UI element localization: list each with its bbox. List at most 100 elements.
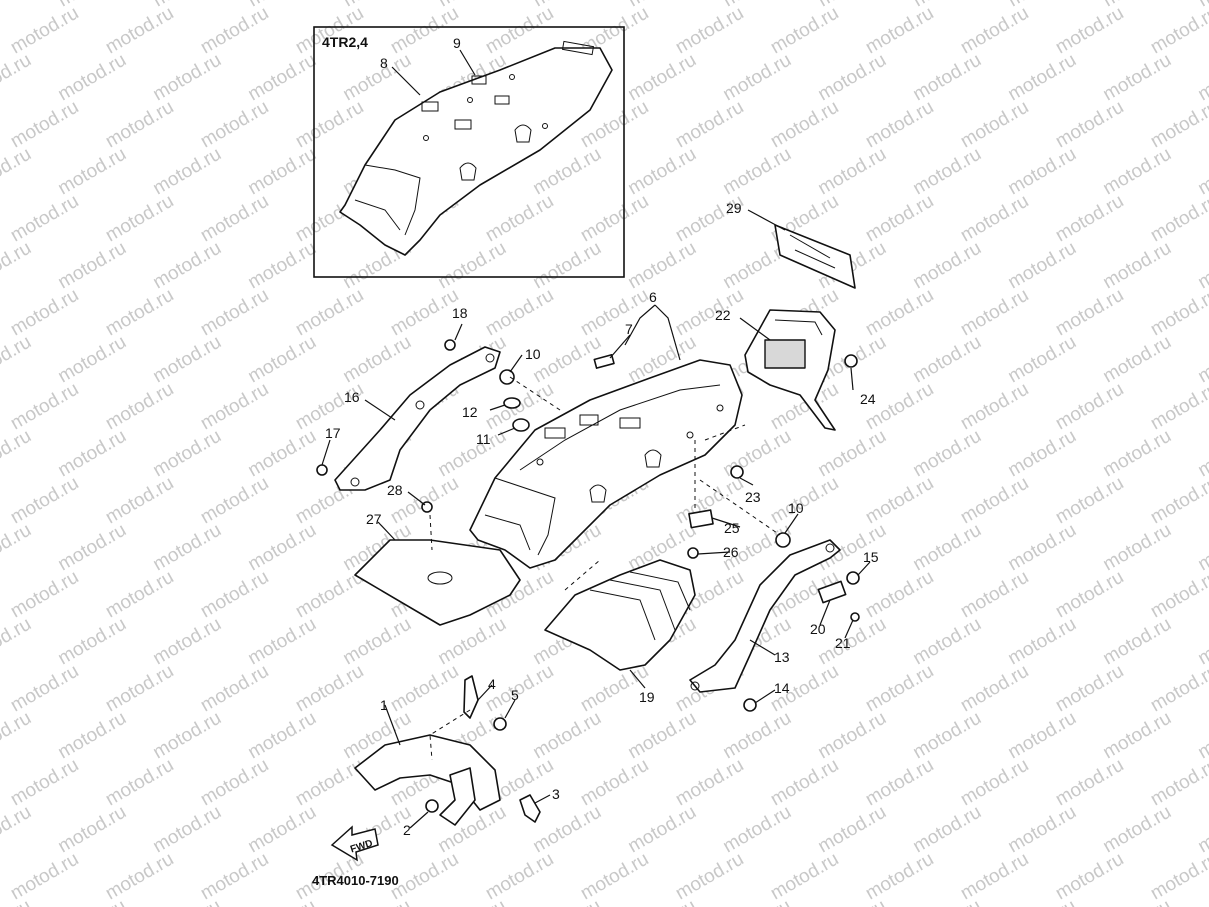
- watermark-text: motod.ru: [910, 50, 985, 106]
- watermark-text: motod.ru: [957, 567, 1032, 623]
- callout-3: 3: [552, 786, 560, 802]
- watermark-text: motod.ru: [0, 332, 35, 388]
- watermark-text: motod.ru: [292, 285, 367, 341]
- watermark-text: motod.ru: [55, 896, 130, 907]
- watermark-text: motod.ru: [150, 238, 225, 294]
- callout-1: 1: [380, 697, 388, 713]
- watermark-text: motod.ru: [55, 426, 130, 482]
- watermark-text: motod.ru: [55, 708, 130, 764]
- inset-label: 4TR2,4: [322, 34, 368, 50]
- watermark-text: motod.ru: [7, 755, 82, 811]
- watermark-text: motod.ru: [720, 144, 795, 200]
- watermark-text: motod.ru: [910, 520, 985, 576]
- callout-26: 26: [723, 544, 739, 560]
- watermark-text: motod.ru: [815, 708, 890, 764]
- watermark-text: motod.ru: [672, 191, 747, 247]
- watermark-text: motod.ru: [1147, 567, 1209, 623]
- watermark-text: motod.ru: [862, 755, 937, 811]
- watermark-text: motod.ru: [7, 191, 82, 247]
- watermark-text: motod.ru: [1195, 144, 1209, 200]
- watermark-text: motod.ru: [862, 567, 937, 623]
- watermark-text: motod.ru: [672, 97, 747, 153]
- hardware: [316, 339, 860, 813]
- watermark-text: motod.ru: [530, 896, 605, 907]
- watermark-text: motod.ru: [1147, 661, 1209, 717]
- watermark-text: motod.ru: [197, 3, 272, 59]
- watermark-text: motod.ru: [150, 426, 225, 482]
- watermark-text: motod.ru: [1052, 661, 1127, 717]
- part-code: 4TR4010-7190: [312, 873, 399, 888]
- watermark-text: motod.ru: [862, 285, 937, 341]
- callout-18: 18: [452, 305, 468, 321]
- watermark-text: motod.ru: [0, 802, 35, 858]
- callout-25: 25: [724, 520, 740, 536]
- watermark-text: motod.ru: [1052, 473, 1127, 529]
- watermark-text: motod.ru: [910, 896, 985, 907]
- watermark-text: motod.ru: [1100, 896, 1175, 907]
- callout-17: 17: [325, 425, 341, 441]
- watermark-text: motod.ru: [197, 849, 272, 905]
- watermark-text: motod.ru: [1100, 802, 1175, 858]
- watermark-text: motod.ru: [197, 191, 272, 247]
- watermark-text: motod.ru: [862, 3, 937, 59]
- watermark-text: motod.ru: [1005, 520, 1080, 576]
- watermark-text: motod.ru: [1147, 285, 1209, 341]
- callout-15: 15: [863, 549, 879, 565]
- watermark-text: motod.ru: [1195, 802, 1209, 858]
- watermark-text: motod.ru: [1195, 708, 1209, 764]
- watermark-text: motod.ru: [0, 426, 35, 482]
- watermark-text: motod.ru: [530, 144, 605, 200]
- watermark-text: motod.ru: [55, 802, 130, 858]
- watermark-text: motod.ru: [197, 567, 272, 623]
- watermark-text: motod.ru: [625, 50, 700, 106]
- watermark-text: motod.ru: [102, 473, 177, 529]
- watermark-text: motod.ru: [1052, 285, 1127, 341]
- watermark-text: motod.ru: [0, 238, 35, 294]
- watermark-text: motod.ru: [1052, 379, 1127, 435]
- watermark-text: motod.ru: [720, 896, 795, 907]
- watermark-text: motod.ru: [387, 661, 462, 717]
- watermark-text: motod.ru: [0, 520, 35, 576]
- side-stay-left: [334, 346, 501, 491]
- watermark-text: motod.ru: [0, 896, 35, 907]
- watermark-text: motod.ru: [102, 567, 177, 623]
- watermark-text: motod.ru: [0, 614, 35, 670]
- tail-light: [744, 309, 836, 431]
- watermark-text: motod.ru: [1005, 50, 1080, 106]
- watermark-text: motod.ru: [102, 379, 177, 435]
- watermark-text: motod.ru: [55, 144, 130, 200]
- side-stay-right: [689, 539, 841, 693]
- watermark-text: motod.ru: [0, 50, 35, 106]
- watermark-text: motod.ru: [530, 708, 605, 764]
- watermark-text: motod.ru: [530, 802, 605, 858]
- watermark-text: motod.ru: [625, 896, 700, 907]
- watermark-text: motod.ru: [815, 426, 890, 482]
- watermark-text: motod.ru: [720, 802, 795, 858]
- watermark-text: motod.ru: [0, 144, 35, 200]
- watermark-text: motod.ru: [482, 285, 557, 341]
- callout-23: 23: [745, 489, 761, 505]
- watermark-text: motod.ru: [862, 661, 937, 717]
- watermark-text: motod.ru: [815, 802, 890, 858]
- watermark-text: motod.ru: [1195, 0, 1209, 11]
- watermark-text: motod.ru: [767, 97, 842, 153]
- watermark-text: motod.ru: [1005, 238, 1080, 294]
- watermark-text: motod.ru: [7, 97, 82, 153]
- watermark-text: motod.ru: [340, 332, 415, 388]
- watermark-text: motod.ru: [340, 614, 415, 670]
- decal-7: [593, 354, 615, 369]
- watermark-text: motod.ru: [910, 614, 985, 670]
- watermark-text: motod.ru: [245, 614, 320, 670]
- watermark-text: motod.ru: [55, 238, 130, 294]
- watermark-text: motod.ru: [672, 755, 747, 811]
- callout-16: 16: [344, 389, 360, 405]
- watermark-text: motod.ru: [7, 661, 82, 717]
- watermark-text: motod.ru: [292, 97, 367, 153]
- watermark-text: motod.ru: [815, 896, 890, 907]
- watermark-text: motod.ru: [387, 473, 462, 529]
- callout-22: 22: [715, 307, 731, 323]
- watermark-text: motod.ru: [197, 379, 272, 435]
- watermark-text: motod.ru: [720, 50, 795, 106]
- watermark-text: motod.ru: [197, 285, 272, 341]
- watermark-text: motod.ru: [1195, 238, 1209, 294]
